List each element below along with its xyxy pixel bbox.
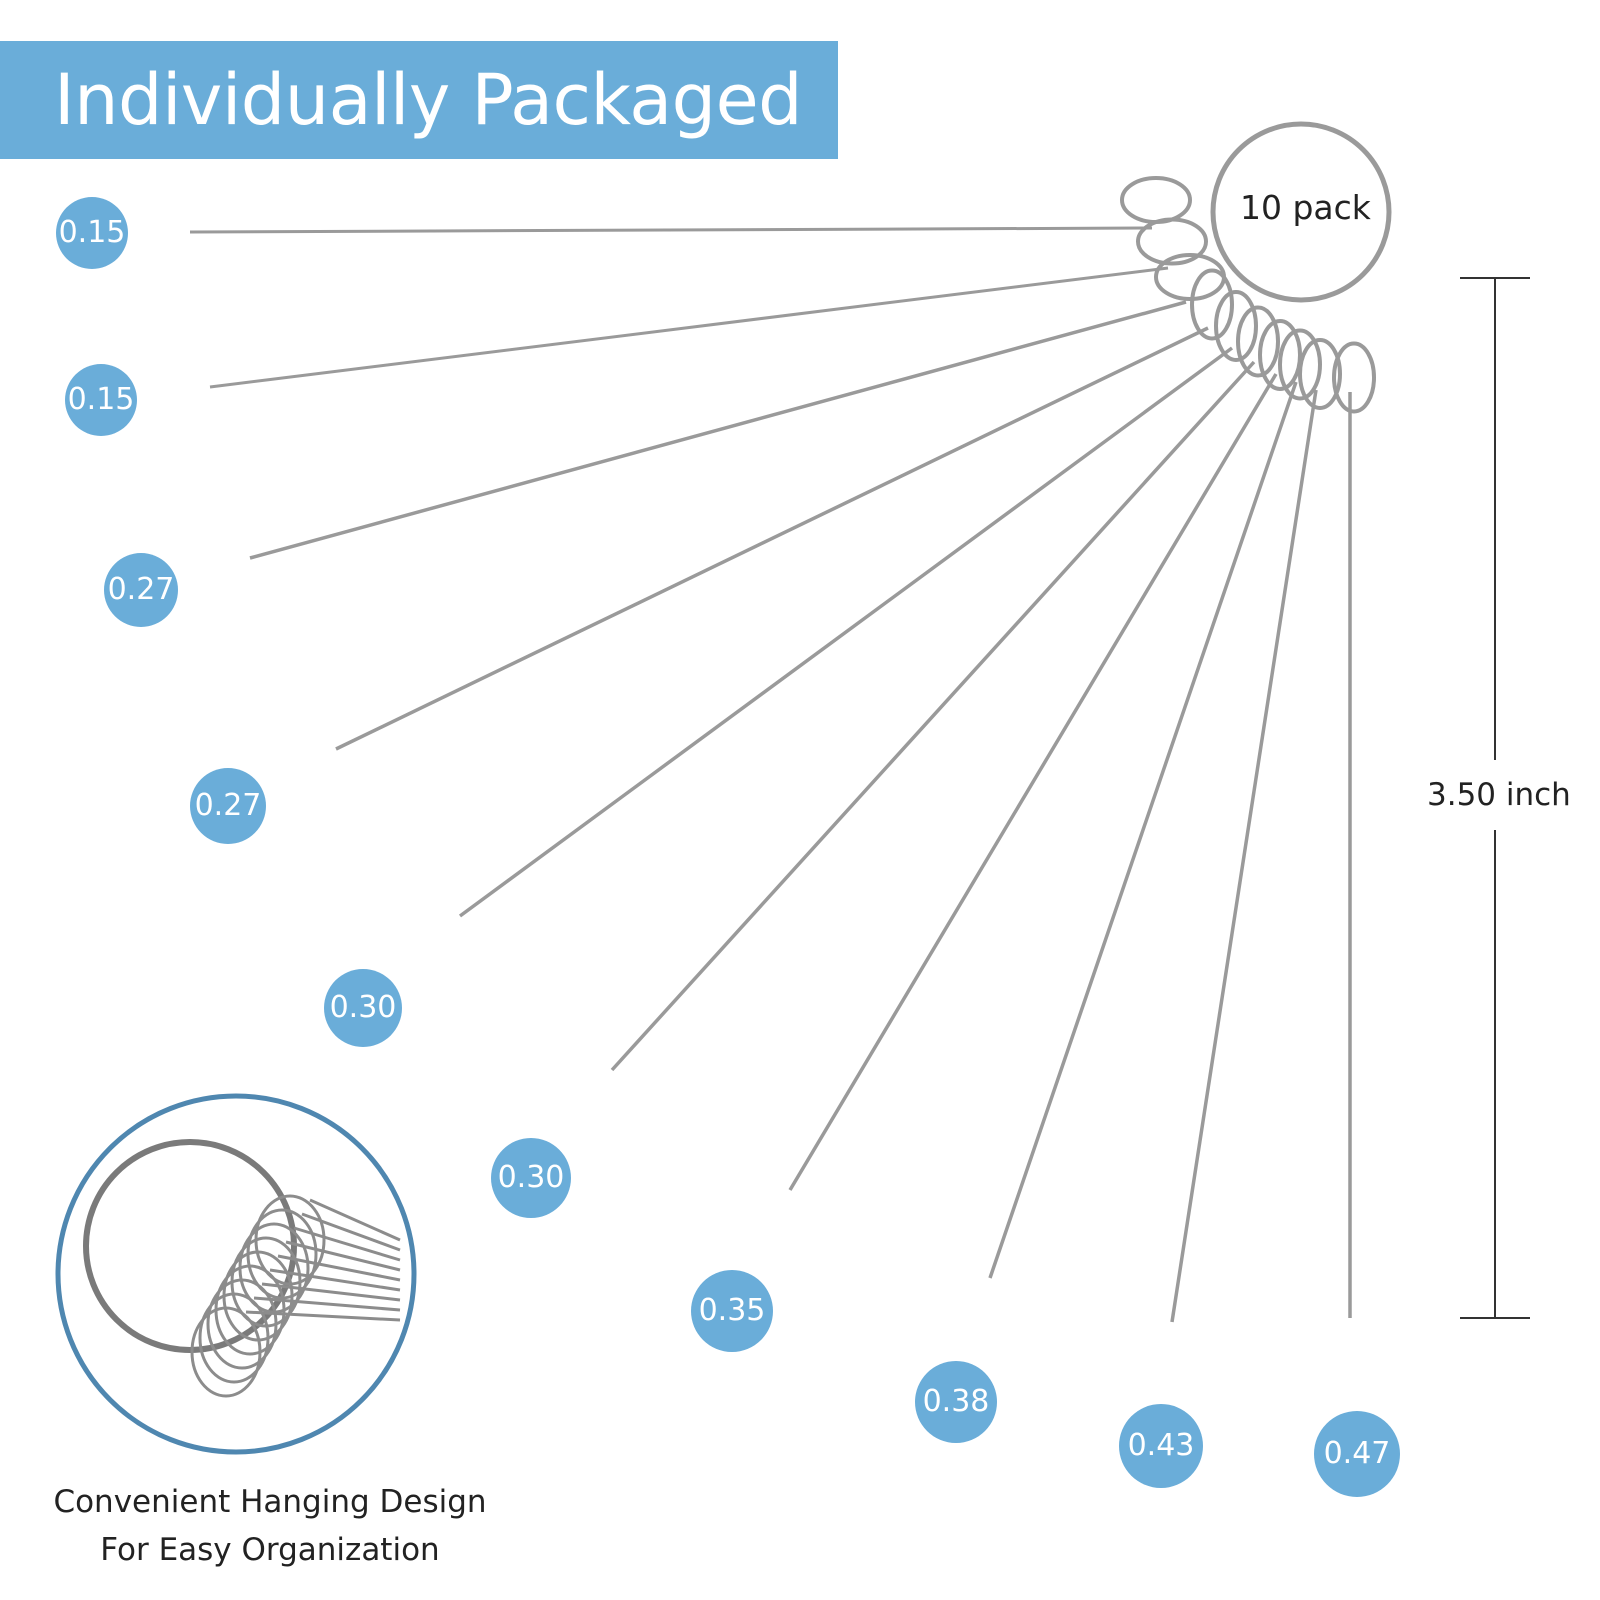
gauge-badge: 0.47 — [1314, 1411, 1400, 1497]
wire-hook-loop — [1278, 328, 1322, 401]
caption-line-2: For Easy Organization — [100, 1532, 440, 1568]
cleaning-wire — [788, 373, 1278, 1191]
wire-hook-loop — [1298, 338, 1342, 410]
gauge-badge: 0.30 — [491, 1138, 571, 1218]
zoom-wire-stub — [245, 1310, 401, 1322]
zoom-circle — [55, 1093, 417, 1455]
wire-hook-loop — [1214, 290, 1258, 362]
zoom-wire-stub — [269, 1268, 401, 1292]
detail-zoom — [55, 1093, 417, 1455]
wire-hook-loop — [1136, 217, 1208, 266]
zoom-wire-stub — [309, 1198, 401, 1242]
wire-hook-loop — [1190, 268, 1234, 341]
zoom-wire-stub — [277, 1254, 401, 1282]
zoom-wire-stub — [301, 1212, 401, 1252]
title-banner — [0, 41, 838, 159]
cleaning-wire — [1170, 389, 1318, 1323]
gauge-badge: 0.15 — [65, 364, 137, 436]
gauge-badge: 0.27 — [104, 553, 178, 627]
zoom-hooks-icon — [190, 1194, 401, 1398]
cleaning-wire — [988, 381, 1298, 1279]
wire-fan — [189, 226, 1352, 1323]
cleaning-wire — [458, 346, 1234, 918]
zoom-wire-stub — [293, 1226, 401, 1262]
wire-hook-loop — [1258, 319, 1302, 391]
zoom-hook-loop — [190, 1306, 262, 1398]
gauge-badge: 0.43 — [1119, 1404, 1203, 1488]
cleaning-wire — [209, 266, 1169, 389]
hanging-design-caption: Convenient Hanging Design For Easy Organ… — [40, 1478, 500, 1574]
wire-hook-loop — [1332, 341, 1376, 414]
gauge-badge: 0.27 — [190, 768, 266, 844]
zoom-ring-icon — [83, 1139, 297, 1353]
zoom-hook-loop — [198, 1292, 270, 1384]
gauge-badge: 0.38 — [915, 1361, 997, 1443]
hanging-ring — [1210, 121, 1392, 303]
cleaning-wire — [335, 326, 1209, 751]
dimension-marker — [1460, 277, 1530, 1319]
dimension-label: 3.50 inch — [1427, 775, 1571, 815]
wire-hook-loop — [1120, 176, 1192, 224]
cleaning-wire — [610, 360, 1256, 1072]
gauge-badge: 0.35 — [691, 1270, 773, 1352]
banner-title: Individually Packaged — [54, 59, 803, 141]
cleaning-wire — [249, 300, 1187, 560]
wire-hook-loop — [1236, 305, 1280, 378]
caption-line-1: Convenient Hanging Design — [53, 1484, 487, 1520]
zoom-wire-stub — [285, 1240, 401, 1272]
wire-hooks — [1120, 176, 1376, 414]
zoom-wire-stub — [253, 1296, 401, 1312]
gauge-badge: 0.15 — [56, 197, 128, 269]
zoom-hook-loop — [206, 1278, 278, 1370]
gauge-badge: 0.30 — [324, 969, 402, 1047]
zoom-wire-stub — [261, 1282, 401, 1302]
cleaning-wire — [189, 226, 1153, 234]
pack-count-label: 10 pack — [1240, 188, 1371, 227]
